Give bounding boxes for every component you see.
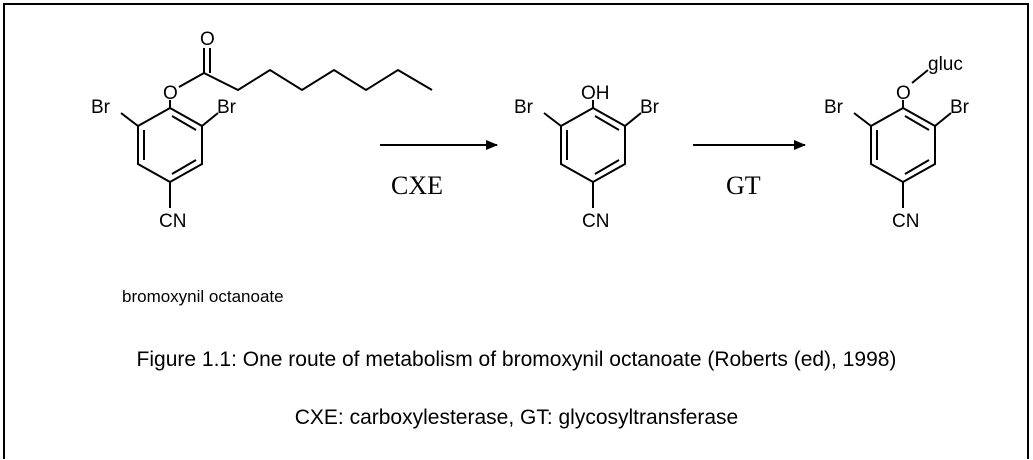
- compound-glucoside: [853, 69, 952, 208]
- glucose-group-label: gluc: [928, 54, 963, 75]
- arrow-label-gt: GT: [726, 171, 761, 200]
- figure-caption: Figure 1.1: One route of metabolism of b…: [136, 348, 897, 371]
- bromine-left-label: Br: [91, 97, 111, 118]
- nitrile-label: CN: [159, 211, 186, 232]
- compound-bromoxynil: [543, 100, 642, 208]
- compound-bromoxynil-octanoate: [120, 48, 433, 208]
- ether-oxygen-label: O: [896, 83, 911, 104]
- carbonyl-oxygen-label: O: [200, 29, 215, 50]
- bromine-left-label: Br: [824, 97, 844, 118]
- benzene-ring-2: [560, 106, 626, 184]
- benzene-ring-3: [870, 106, 936, 184]
- hydroxyl-label: OH: [581, 83, 610, 104]
- figure-frame: [3, 3, 1029, 459]
- bromine-right-label: Br: [950, 97, 970, 118]
- nitrile-label: CN: [892, 211, 919, 232]
- abbreviation-legend: CXE: carboxylesterase, GT: glycosyltrans…: [294, 406, 739, 429]
- arrow-label-cxe: CXE: [391, 171, 443, 200]
- compound-name-label: bromoxynil octanoate: [122, 287, 284, 306]
- octyl-chain: [203, 68, 433, 92]
- bromine-right-label: Br: [217, 97, 237, 118]
- bromine-right-label: Br: [640, 97, 660, 118]
- bromine-left-label: Br: [514, 97, 534, 118]
- nitrile-label: CN: [582, 211, 609, 232]
- benzene-ring-1: [137, 106, 203, 184]
- ester-oxygen-label: O: [163, 83, 178, 104]
